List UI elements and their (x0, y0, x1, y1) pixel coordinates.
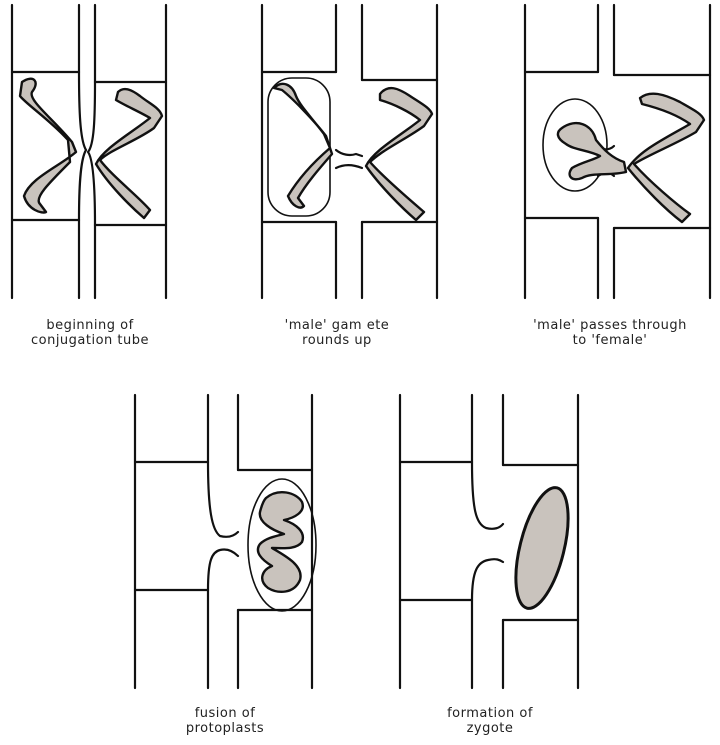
caption-line: formation of (425, 706, 555, 721)
caption-line: fusion of (150, 706, 300, 721)
left-cell-tube-bulge (79, 72, 86, 220)
caption-male-passes-through: 'male' passes through to 'female' (500, 318, 720, 348)
chloroplast-spiral-left (20, 79, 76, 213)
caption-line: to 'female' (500, 333, 720, 348)
caption-line: rounds up (272, 333, 402, 348)
stage-3-male-passes-through (525, 5, 710, 298)
female-gamete-chloroplast (628, 94, 704, 222)
right-cell-tube-bulge (88, 82, 95, 225)
male-gamete-chloroplast-passing (558, 123, 626, 179)
stage-4-fusion-of-protoplasts (135, 395, 316, 688)
left-cell-cross-walls (135, 462, 208, 590)
right-filament-walls (362, 5, 437, 298)
caption-line: beginning of (10, 318, 170, 333)
conjugation-tube (336, 150, 362, 168)
stage-5-formation-of-zygote (400, 395, 578, 688)
left-cell-cross-walls (400, 462, 472, 600)
stage-1-beginning-of-conjugation-tube (12, 5, 166, 298)
caption-line: 'male' passes through (500, 318, 720, 333)
female-gamete-chloroplast (366, 88, 432, 220)
caption-formation-of-zygote: formation of zygote (425, 706, 555, 736)
caption-line: protoplasts (150, 721, 300, 736)
right-filament-walls (614, 5, 710, 298)
stage-2-male-gamete-rounds-up (262, 5, 437, 298)
chloroplast-spiral-right (96, 89, 162, 218)
caption-fusion-of-protoplasts: fusion of protoplasts (150, 706, 300, 736)
caption-line: 'male' gam ete (272, 318, 402, 333)
male-gamete-chloroplast (274, 84, 332, 208)
zygote (506, 483, 579, 614)
fused-chloroplasts (258, 492, 303, 592)
caption-line: conjugation tube (10, 333, 170, 348)
conjugation-tube (472, 462, 503, 600)
caption-line: zygote (425, 721, 555, 736)
caption-male-gamete-rounds-up: 'male' gam ete rounds up (272, 318, 402, 348)
caption-beginning-of-conjugation-tube: beginning of conjugation tube (10, 318, 170, 348)
conjugation-tube (208, 462, 238, 590)
